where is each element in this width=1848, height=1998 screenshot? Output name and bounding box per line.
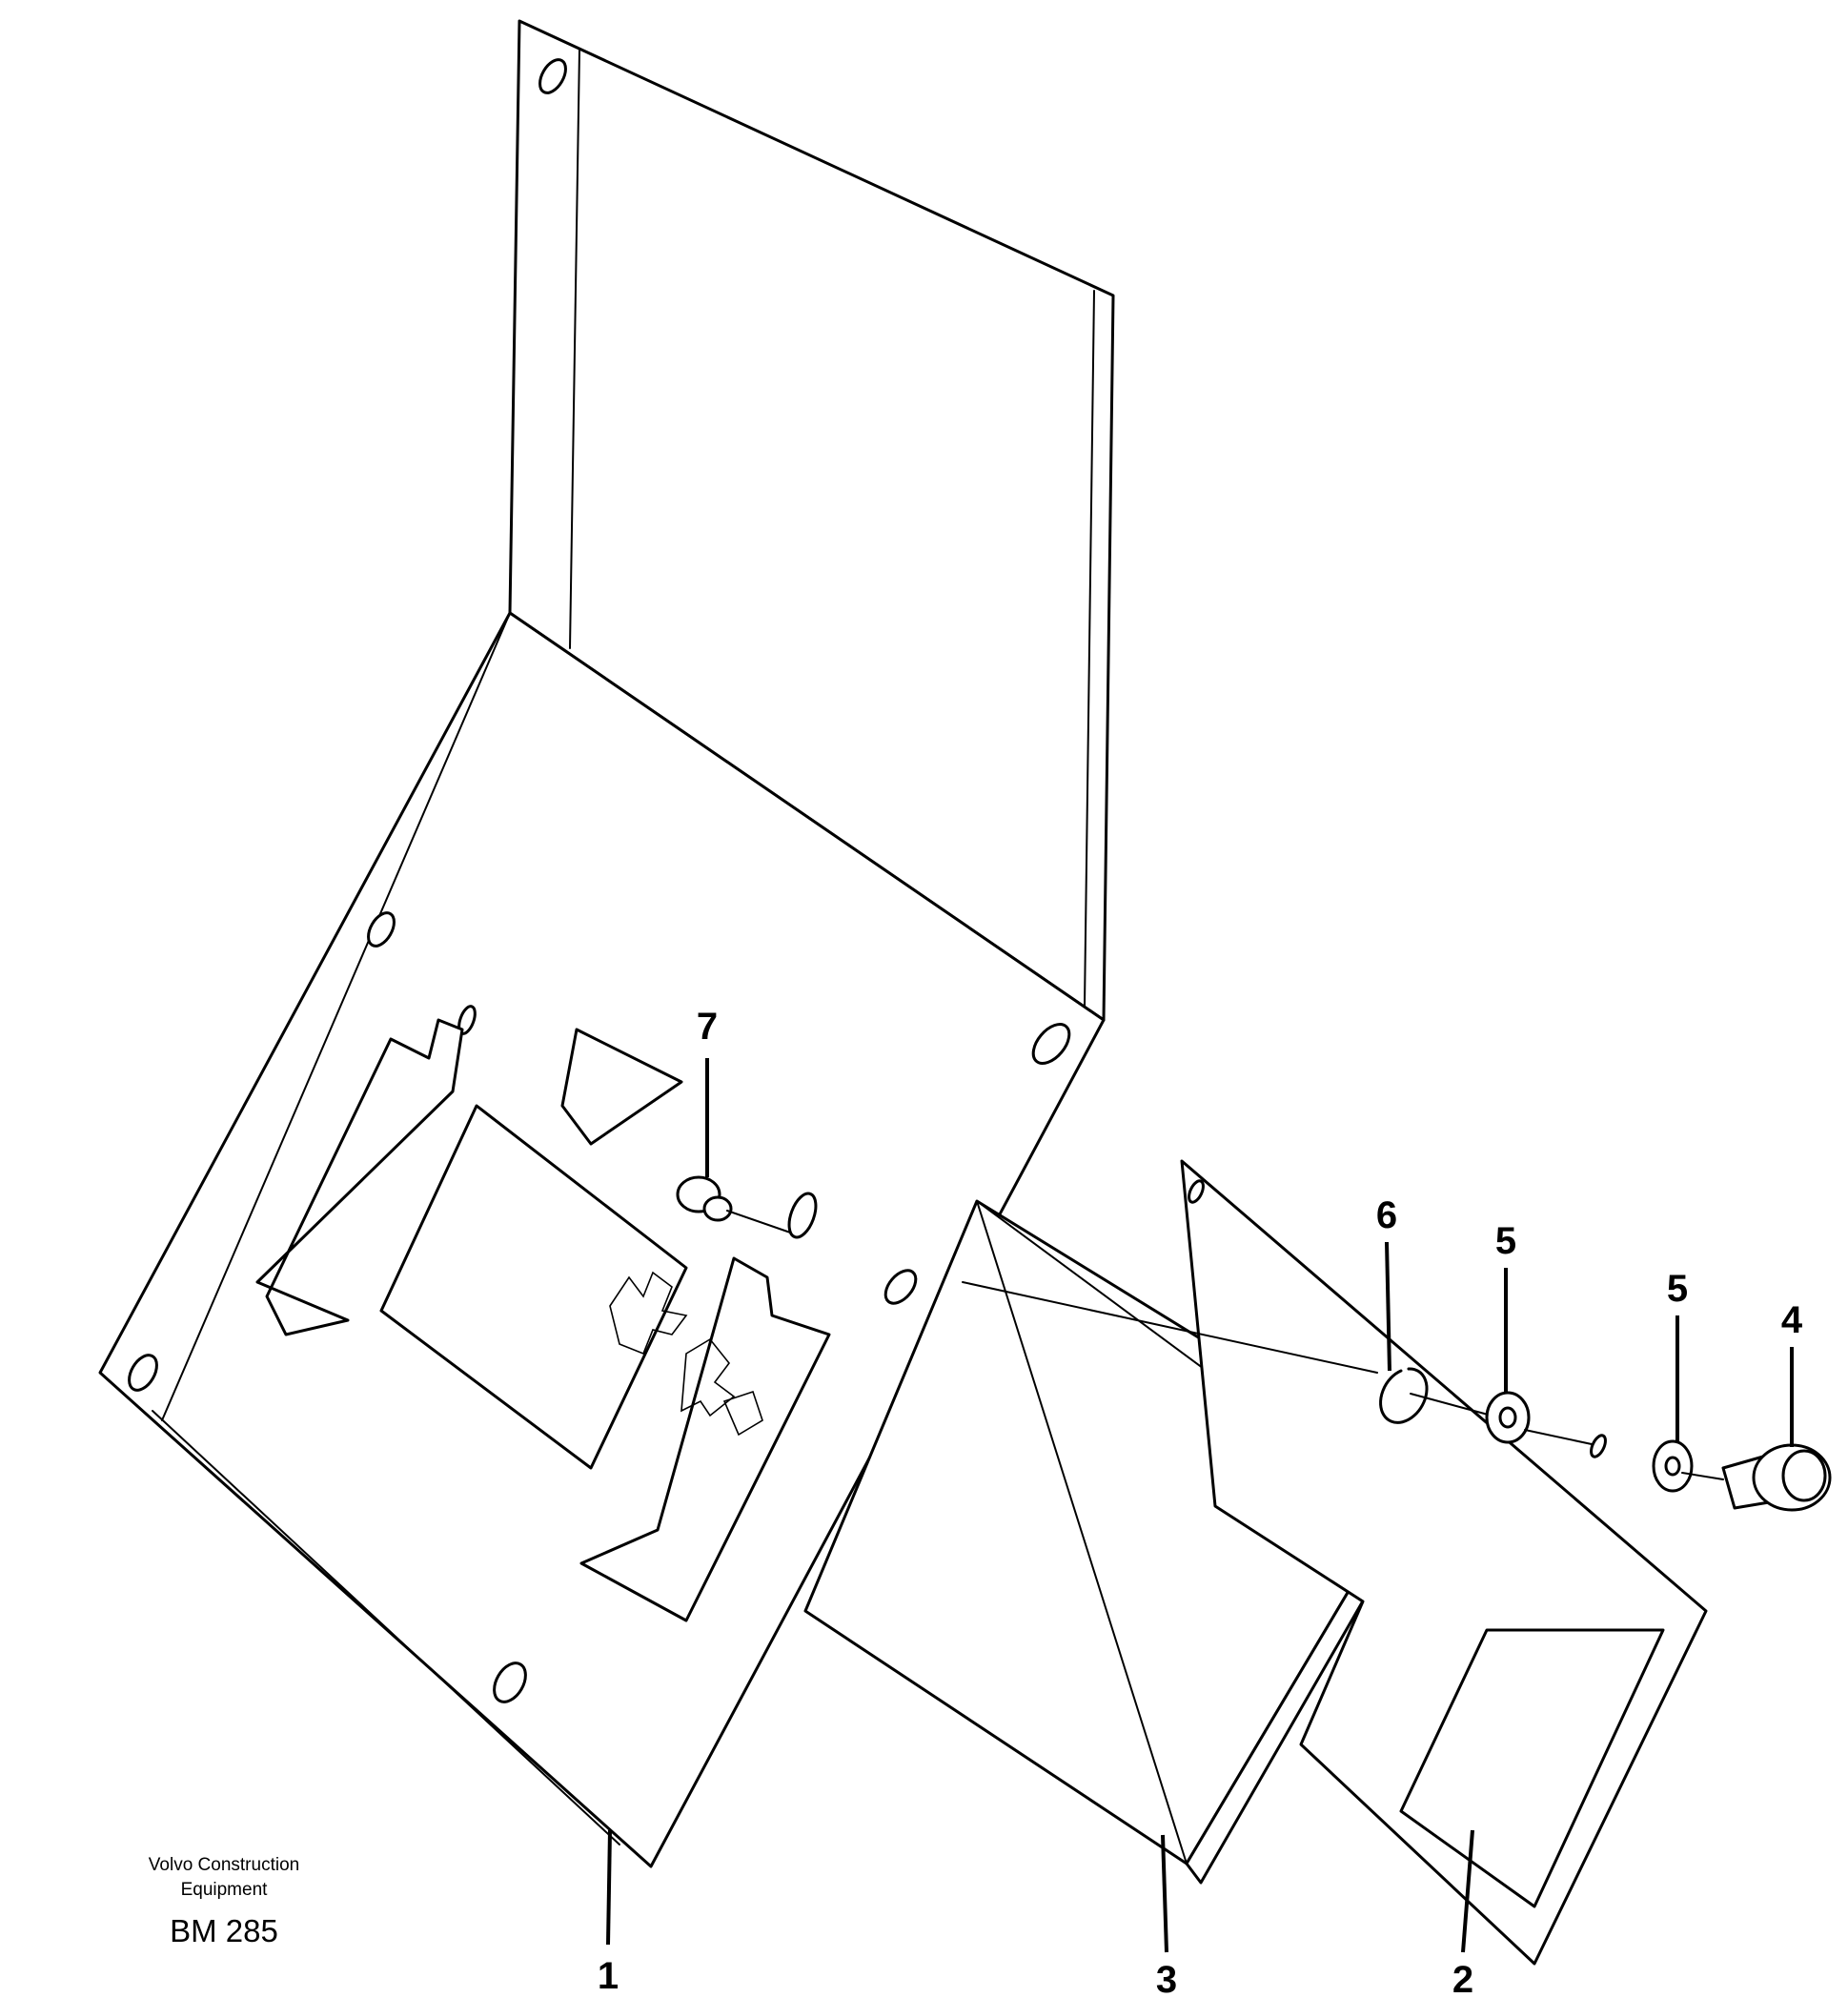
part-5-washer-b — [1652, 1439, 1694, 1493]
callout-labels: 7 6 5 5 4 1 3 2 — [598, 1006, 1803, 1998]
callout-7: 7 — [697, 1006, 718, 1048]
callout-2: 2 — [1452, 1959, 1473, 1998]
callout-4: 4 — [1781, 1299, 1803, 1341]
leader-lines — [606, 1058, 1794, 1953]
callout-1: 1 — [598, 1955, 619, 1997]
part-1-cover-plate — [98, 19, 1115, 1868]
callout-5-a: 5 — [1495, 1220, 1516, 1262]
callout-6: 6 — [1376, 1194, 1397, 1236]
part-6-circlip — [962, 1281, 1493, 1424]
part-2-frame — [1180, 1159, 1708, 1966]
callout-5-b: 5 — [1667, 1268, 1688, 1310]
drawing-code: BM 285 — [170, 1913, 278, 1948]
credit-line-2: Equipment — [181, 1880, 269, 1900]
credit-line-1: Volvo Construction — [149, 1855, 299, 1875]
part-4-knob-screw — [1681, 1443, 1832, 1512]
callout-3: 3 — [1156, 1959, 1177, 1998]
part-5-washer-a — [1485, 1391, 1593, 1445]
part-7-rivet — [676, 1175, 818, 1239]
credit-block: Volvo Construction Equipment BM 285 — [149, 1855, 299, 1948]
